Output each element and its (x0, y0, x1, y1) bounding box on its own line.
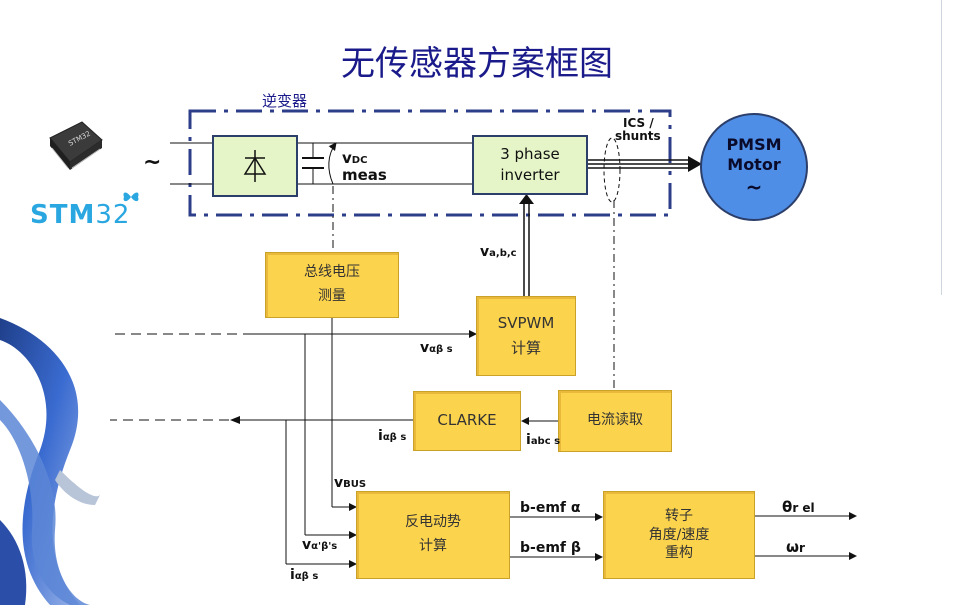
inverter-line1: 3 phase (500, 145, 560, 163)
iabc-s-label: iabc s (526, 432, 561, 448)
dc-capacitor (302, 143, 324, 184)
stm32-logo: STM32 (30, 192, 139, 230)
butterfly-icon (123, 192, 139, 202)
bemf-beta-label: b-emf β (520, 540, 581, 556)
inverter-enclosure (188, 109, 672, 217)
vabc-label: va,b,c (480, 244, 517, 260)
theta-r-el-label: θr el (782, 498, 815, 516)
page-title: 无传感器方案框图 (341, 44, 613, 84)
vab-s-label: vαβ s (420, 340, 453, 356)
vab-prime-label: vα'β's (302, 537, 338, 553)
bus-voltage-block: 总线电压 测量 (265, 252, 399, 318)
pmsm-motor: PMSM Motor ~ (700, 113, 808, 221)
three-phase-inverter-block: 3 phase inverter (472, 135, 588, 195)
iab-s-clarke-label: iαβ s (378, 428, 407, 444)
ribbon-decoration (0, 318, 100, 605)
back-emf-block: 反电动势 计算 (356, 491, 510, 579)
clarke-block: CLARKE (413, 391, 521, 451)
inverter-label: 逆变器 (262, 92, 308, 110)
right-divider (941, 0, 942, 295)
ac-input-tilde: ~ (143, 150, 162, 175)
rotor-reconstruction-block: 转子 角度/速度 重构 (603, 491, 755, 579)
vdc-meas-label: meas (342, 166, 387, 184)
svpwm-block: SVPWM 计算 (476, 296, 576, 376)
vbus-label: vBUS (334, 475, 367, 491)
inverter-line2: inverter (500, 166, 560, 184)
iab-s-bottom-label: iαβ s (290, 567, 319, 583)
chip-icon: STM32 (49, 121, 103, 170)
rectifier-block (212, 135, 298, 197)
vdc-label: vDC (342, 149, 368, 167)
diode-icon (243, 150, 267, 182)
current-read-block: 电流读取 (558, 390, 672, 452)
omega-r-label: ωr (786, 538, 805, 556)
bemf-alpha-label: b-emf α (520, 500, 581, 516)
ics-shunts-label: ICS / shunts (615, 116, 661, 144)
